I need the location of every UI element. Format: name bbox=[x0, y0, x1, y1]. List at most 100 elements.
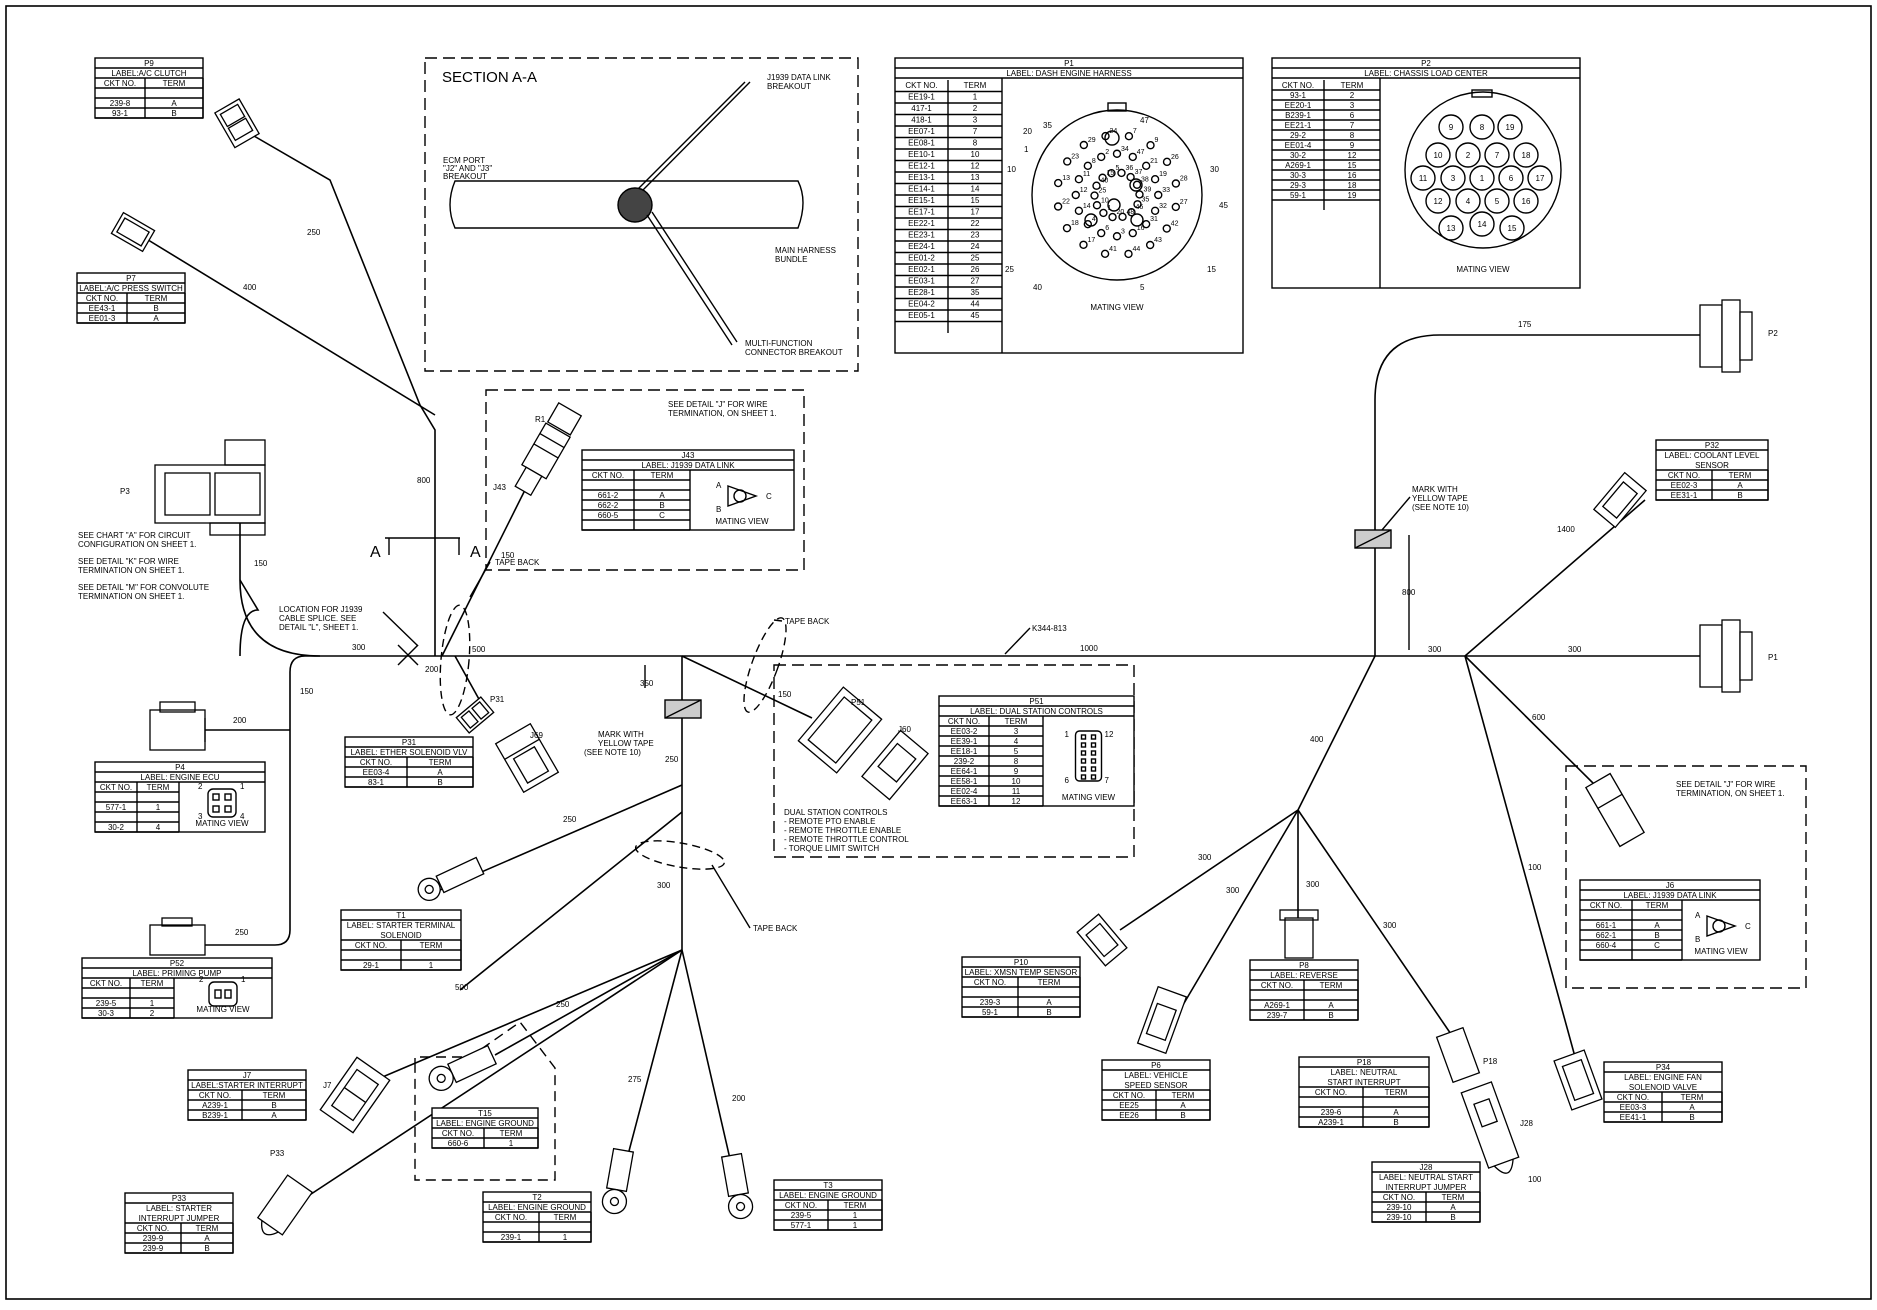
table-row-ckt: B239-1 bbox=[202, 1111, 228, 1120]
p1-pin-number: 3 bbox=[1121, 228, 1125, 235]
table-row-ckt: EE24-1 bbox=[908, 242, 935, 251]
j7-title: J7 bbox=[243, 1071, 252, 1080]
table-row-ckt: EE13-1 bbox=[908, 173, 935, 182]
table-row-ckt: EE12-1 bbox=[908, 162, 935, 171]
p4-label-0: LABEL: ENGINE ECU bbox=[140, 773, 219, 782]
p2-table: P2 LABEL: CHASSIS LOAD CENTER MATING VIE… bbox=[1271, 57, 1581, 289]
p32-label-1: SENSOR bbox=[1695, 461, 1729, 470]
table-row-ckt: EE18-1 bbox=[951, 747, 978, 756]
table-row-term: 2 bbox=[150, 1009, 155, 1018]
p1-pin-number: 18 bbox=[1071, 220, 1079, 227]
yellow-tape-1-0: MARK WITH bbox=[598, 730, 644, 739]
p1-pin-number: 39 bbox=[1143, 186, 1151, 193]
p52-header-term: TERM bbox=[141, 979, 164, 988]
svg-text:200: 200 bbox=[732, 1094, 746, 1103]
svg-text:J43: J43 bbox=[493, 483, 506, 492]
svg-text:275: 275 bbox=[628, 1075, 642, 1084]
p7-header-ckt: CKT NO. bbox=[86, 294, 118, 303]
p4-header-term: TERM bbox=[147, 783, 170, 792]
p1-pin-number: 29 bbox=[1088, 137, 1096, 144]
drawing-border bbox=[5, 5, 1872, 1300]
table-row-ckt: 93-1 bbox=[112, 109, 129, 118]
svg-text:- REMOTE THROTTLE ENABLE: - REMOTE THROTTLE ENABLE bbox=[784, 826, 901, 835]
table-row-ckt: EE03-2 bbox=[951, 727, 978, 736]
table-row-ckt: 29-3 bbox=[1290, 181, 1307, 190]
table-row-ckt: 239-10 bbox=[1387, 1213, 1412, 1222]
p1-pin-number: 48 bbox=[1127, 209, 1135, 216]
table-row-term: 16 bbox=[1348, 171, 1357, 180]
p1-pin-callout: 30 bbox=[1210, 165, 1219, 174]
table-row-ckt: EE10-1 bbox=[908, 150, 935, 159]
svg-text:175: 175 bbox=[1518, 320, 1532, 329]
p3-connector-icon bbox=[154, 439, 266, 536]
table-row-term: 1 bbox=[429, 961, 434, 970]
pin-label: 3 bbox=[198, 812, 203, 821]
svg-text:1400: 1400 bbox=[1557, 525, 1575, 534]
connector-graphics bbox=[110, 98, 1753, 1236]
t15-detail bbox=[414, 1021, 556, 1181]
section-marker-left: A bbox=[370, 544, 381, 561]
t3-title: T3 bbox=[823, 1181, 833, 1190]
p9-title: P9 bbox=[144, 59, 154, 68]
p1-pin-number: 26 bbox=[1171, 154, 1179, 161]
p2-pin-number: 5 bbox=[1495, 197, 1500, 206]
table-row-ckt: A239-1 bbox=[1318, 1118, 1344, 1127]
table-row-ckt: 30-2 bbox=[1290, 151, 1307, 160]
svg-text:600: 600 bbox=[1532, 713, 1546, 722]
table-row-ckt: 662-1 bbox=[1596, 931, 1617, 940]
p1-pin-number: 13 bbox=[1062, 175, 1070, 182]
table-row-ckt: 239-9 bbox=[143, 1234, 164, 1243]
p9-header-ckt: CKT NO. bbox=[104, 79, 136, 88]
table-row-ckt: 30-3 bbox=[98, 1009, 115, 1018]
section-ecm-label-2: BREAKOUT bbox=[443, 172, 487, 181]
p1-pin-number: 46 bbox=[1135, 204, 1143, 211]
p33-title: P33 bbox=[172, 1194, 187, 1203]
table-row-ckt: EE05-1 bbox=[908, 311, 935, 320]
section-main-label-1: BUNDLE bbox=[775, 255, 807, 264]
p51-title: P51 bbox=[1029, 697, 1044, 706]
table-row-term: 19 bbox=[1348, 191, 1357, 200]
p3-notes: SEE CHART "A" FOR CIRCUIT CONFIGURATION … bbox=[78, 531, 209, 601]
pin-label: C bbox=[1745, 922, 1751, 931]
p51-label-0: LABEL: DUAL STATION CONTROLS bbox=[970, 707, 1103, 716]
table-row-term: A bbox=[204, 1234, 210, 1243]
table-row-ckt: EE20-1 bbox=[1285, 101, 1312, 110]
p7-title: P7 bbox=[126, 274, 136, 283]
table-row-ckt: EE64-1 bbox=[951, 767, 978, 776]
table-row-term: 1 bbox=[509, 1139, 514, 1148]
svg-text:200: 200 bbox=[233, 716, 247, 725]
table-row-ckt: EE04-2 bbox=[908, 300, 935, 309]
table-row-term: 25 bbox=[971, 254, 980, 263]
p34-header-ckt: CKT NO. bbox=[1617, 1093, 1649, 1102]
p32-header-term: TERM bbox=[1729, 471, 1752, 480]
j28-label-1: INTERRUPT JUMPER bbox=[1386, 1183, 1467, 1192]
svg-text:P3: P3 bbox=[120, 487, 130, 496]
t1-title: T1 bbox=[396, 911, 406, 920]
table-row-ckt: EE03-1 bbox=[908, 277, 935, 286]
p6-header-ckt: CKT NO. bbox=[1113, 1091, 1145, 1100]
svg-text:P33: P33 bbox=[270, 1149, 285, 1158]
table-row-term: B bbox=[1328, 1011, 1333, 1020]
p2-pin-number: 15 bbox=[1508, 224, 1517, 233]
table-row-term: A bbox=[171, 99, 177, 108]
p2-pin-number: 10 bbox=[1434, 151, 1443, 160]
p34-label-1: SOLENOID VALVE bbox=[1629, 1083, 1697, 1092]
yellow-tape-1-2: (SEE NOTE 10) bbox=[584, 748, 641, 757]
table-row-term: B bbox=[437, 778, 442, 787]
j43-title: J43 bbox=[682, 451, 695, 460]
svg-text:100: 100 bbox=[1528, 863, 1542, 872]
p1-pin-callout: 5 bbox=[1140, 283, 1145, 292]
pin-label: 1 bbox=[1065, 730, 1070, 739]
p1-header-term: TERM bbox=[964, 81, 987, 90]
p1-pin-callout: 15 bbox=[1207, 265, 1216, 274]
table-row-term: 9 bbox=[1350, 141, 1355, 150]
j43-detail: SEE DETAIL "J" FOR WIRE TERMINATION, ON … bbox=[485, 389, 805, 571]
table-row-term: 27 bbox=[971, 277, 980, 286]
part-number: K344-813 bbox=[1032, 624, 1067, 633]
table-row-ckt: 83-1 bbox=[368, 778, 385, 787]
